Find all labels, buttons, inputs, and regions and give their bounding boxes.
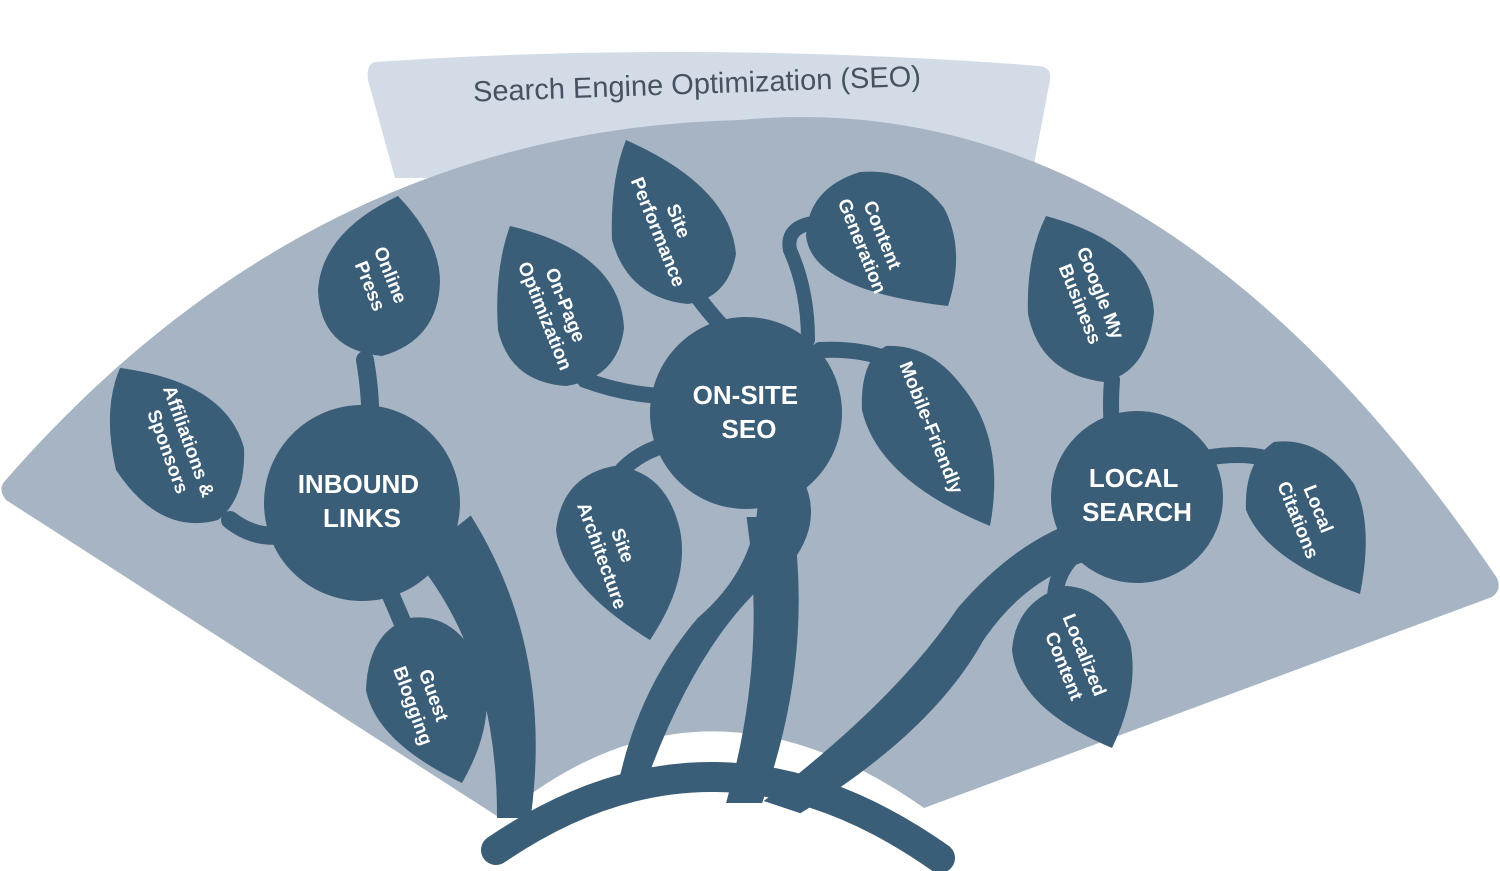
- hub-onsite-seo-label: ON-SITE SEO: [693, 380, 806, 444]
- leaf-mobile-friendly: [861, 345, 995, 526]
- leaf-google-business: [1027, 216, 1154, 382]
- leaf-content-generation: [806, 171, 957, 306]
- hub-inbound-links-circle: [264, 405, 460, 601]
- leaf-affiliations: [109, 368, 245, 524]
- leaves: [109, 140, 1366, 783]
- leaf-local-citations: [1245, 441, 1366, 594]
- leaf-site-performance: [611, 140, 736, 304]
- hub-onsite-seo-circle: [650, 317, 842, 509]
- hub-local-search-circle: [1051, 411, 1223, 583]
- leaf-guest-blogging: [366, 617, 487, 783]
- leaf-localized-content: [1012, 586, 1133, 748]
- leaf-site-architecture: [556, 466, 682, 640]
- leaf-onpage: [497, 226, 624, 386]
- leaf-online-press: [318, 196, 440, 356]
- hub-local-search-label: LOCAL SEARCH: [1082, 463, 1192, 527]
- hub-inbound-links-label: INBOUND LINKS: [298, 469, 427, 533]
